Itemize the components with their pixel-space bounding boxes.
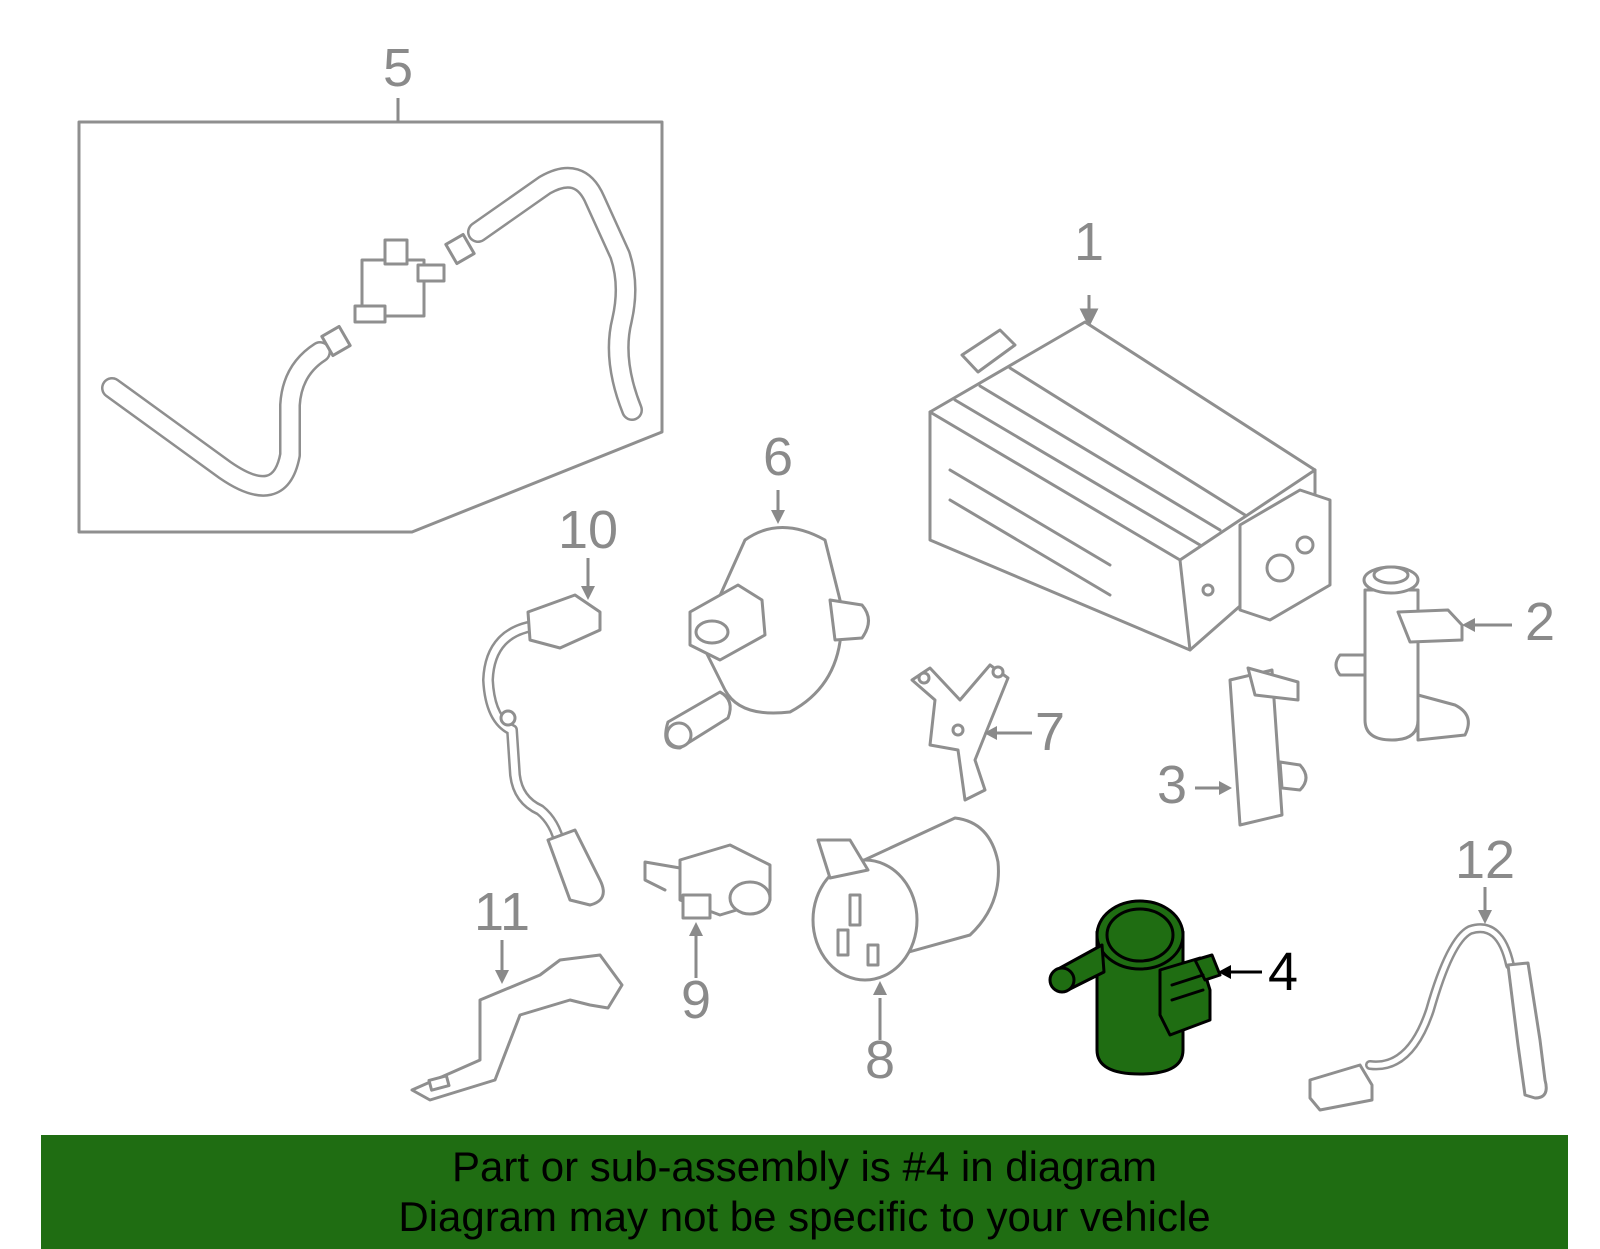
info-banner: Part or sub-assembly is #4 in diagram Di… bbox=[41, 1135, 1568, 1249]
callout-8: 8 bbox=[865, 1030, 895, 1090]
part-10-wire bbox=[482, 619, 566, 851]
part-7-bracket[interactable] bbox=[910, 663, 1032, 802]
part-2-connector bbox=[1396, 608, 1464, 644]
callout-10: 10 bbox=[558, 500, 618, 560]
part-12-connector bbox=[1308, 1063, 1374, 1112]
callout-9: 9 bbox=[681, 970, 711, 1030]
part-11-body bbox=[410, 953, 624, 1102]
part-10-oxygen-sensor[interactable] bbox=[482, 558, 605, 907]
part-4-body bbox=[1095, 930, 1185, 1076]
part-5-clamp-lower bbox=[320, 324, 352, 358]
callout-7: 7 bbox=[1035, 702, 1065, 762]
part-11-bracket[interactable] bbox=[410, 940, 624, 1102]
part-10-connector bbox=[526, 593, 602, 650]
part-9-solenoid[interactable] bbox=[643, 843, 772, 978]
part-6-purge-valve[interactable] bbox=[664, 490, 870, 750]
part-1-mount-tab bbox=[960, 328, 1017, 374]
part-12-wire bbox=[1365, 923, 1515, 1071]
callout-3: 3 bbox=[1157, 755, 1187, 815]
callout-1: 1 bbox=[1074, 212, 1104, 272]
part-4-top bbox=[1095, 899, 1185, 971]
part-5-valve-port bbox=[383, 238, 409, 266]
part-12-probe bbox=[1506, 961, 1548, 1100]
callout-4: 4 bbox=[1268, 942, 1298, 1002]
callout-11: 11 bbox=[474, 882, 530, 942]
callout-5: 5 bbox=[383, 38, 413, 98]
callout-2: 2 bbox=[1525, 592, 1555, 652]
part-5-clamp-upper bbox=[444, 232, 476, 266]
part-2-vent-valve[interactable] bbox=[1334, 565, 1512, 742]
part-8-cylinder-valve[interactable] bbox=[811, 816, 1000, 1040]
part-1-port bbox=[1265, 553, 1295, 583]
part-12-oxygen-sensor[interactable] bbox=[1308, 887, 1548, 1112]
banner-line-2: Diagram may not be specific to your vehi… bbox=[398, 1193, 1211, 1240]
part-5-box bbox=[77, 120, 664, 534]
part-1-canister[interactable] bbox=[928, 295, 1332, 652]
part-10-probe bbox=[546, 828, 605, 907]
part-3-sensor[interactable] bbox=[1195, 666, 1308, 827]
banner-line-1: Part or sub-assembly is #4 in diagram bbox=[452, 1143, 1157, 1190]
callout-12: 12 bbox=[1455, 830, 1515, 890]
part-5-hose-assembly[interactable] bbox=[77, 98, 664, 534]
part-6-body bbox=[698, 526, 843, 715]
part-4-highlighted-valve[interactable] bbox=[1048, 899, 1262, 1076]
callout-6: 6 bbox=[763, 427, 793, 487]
